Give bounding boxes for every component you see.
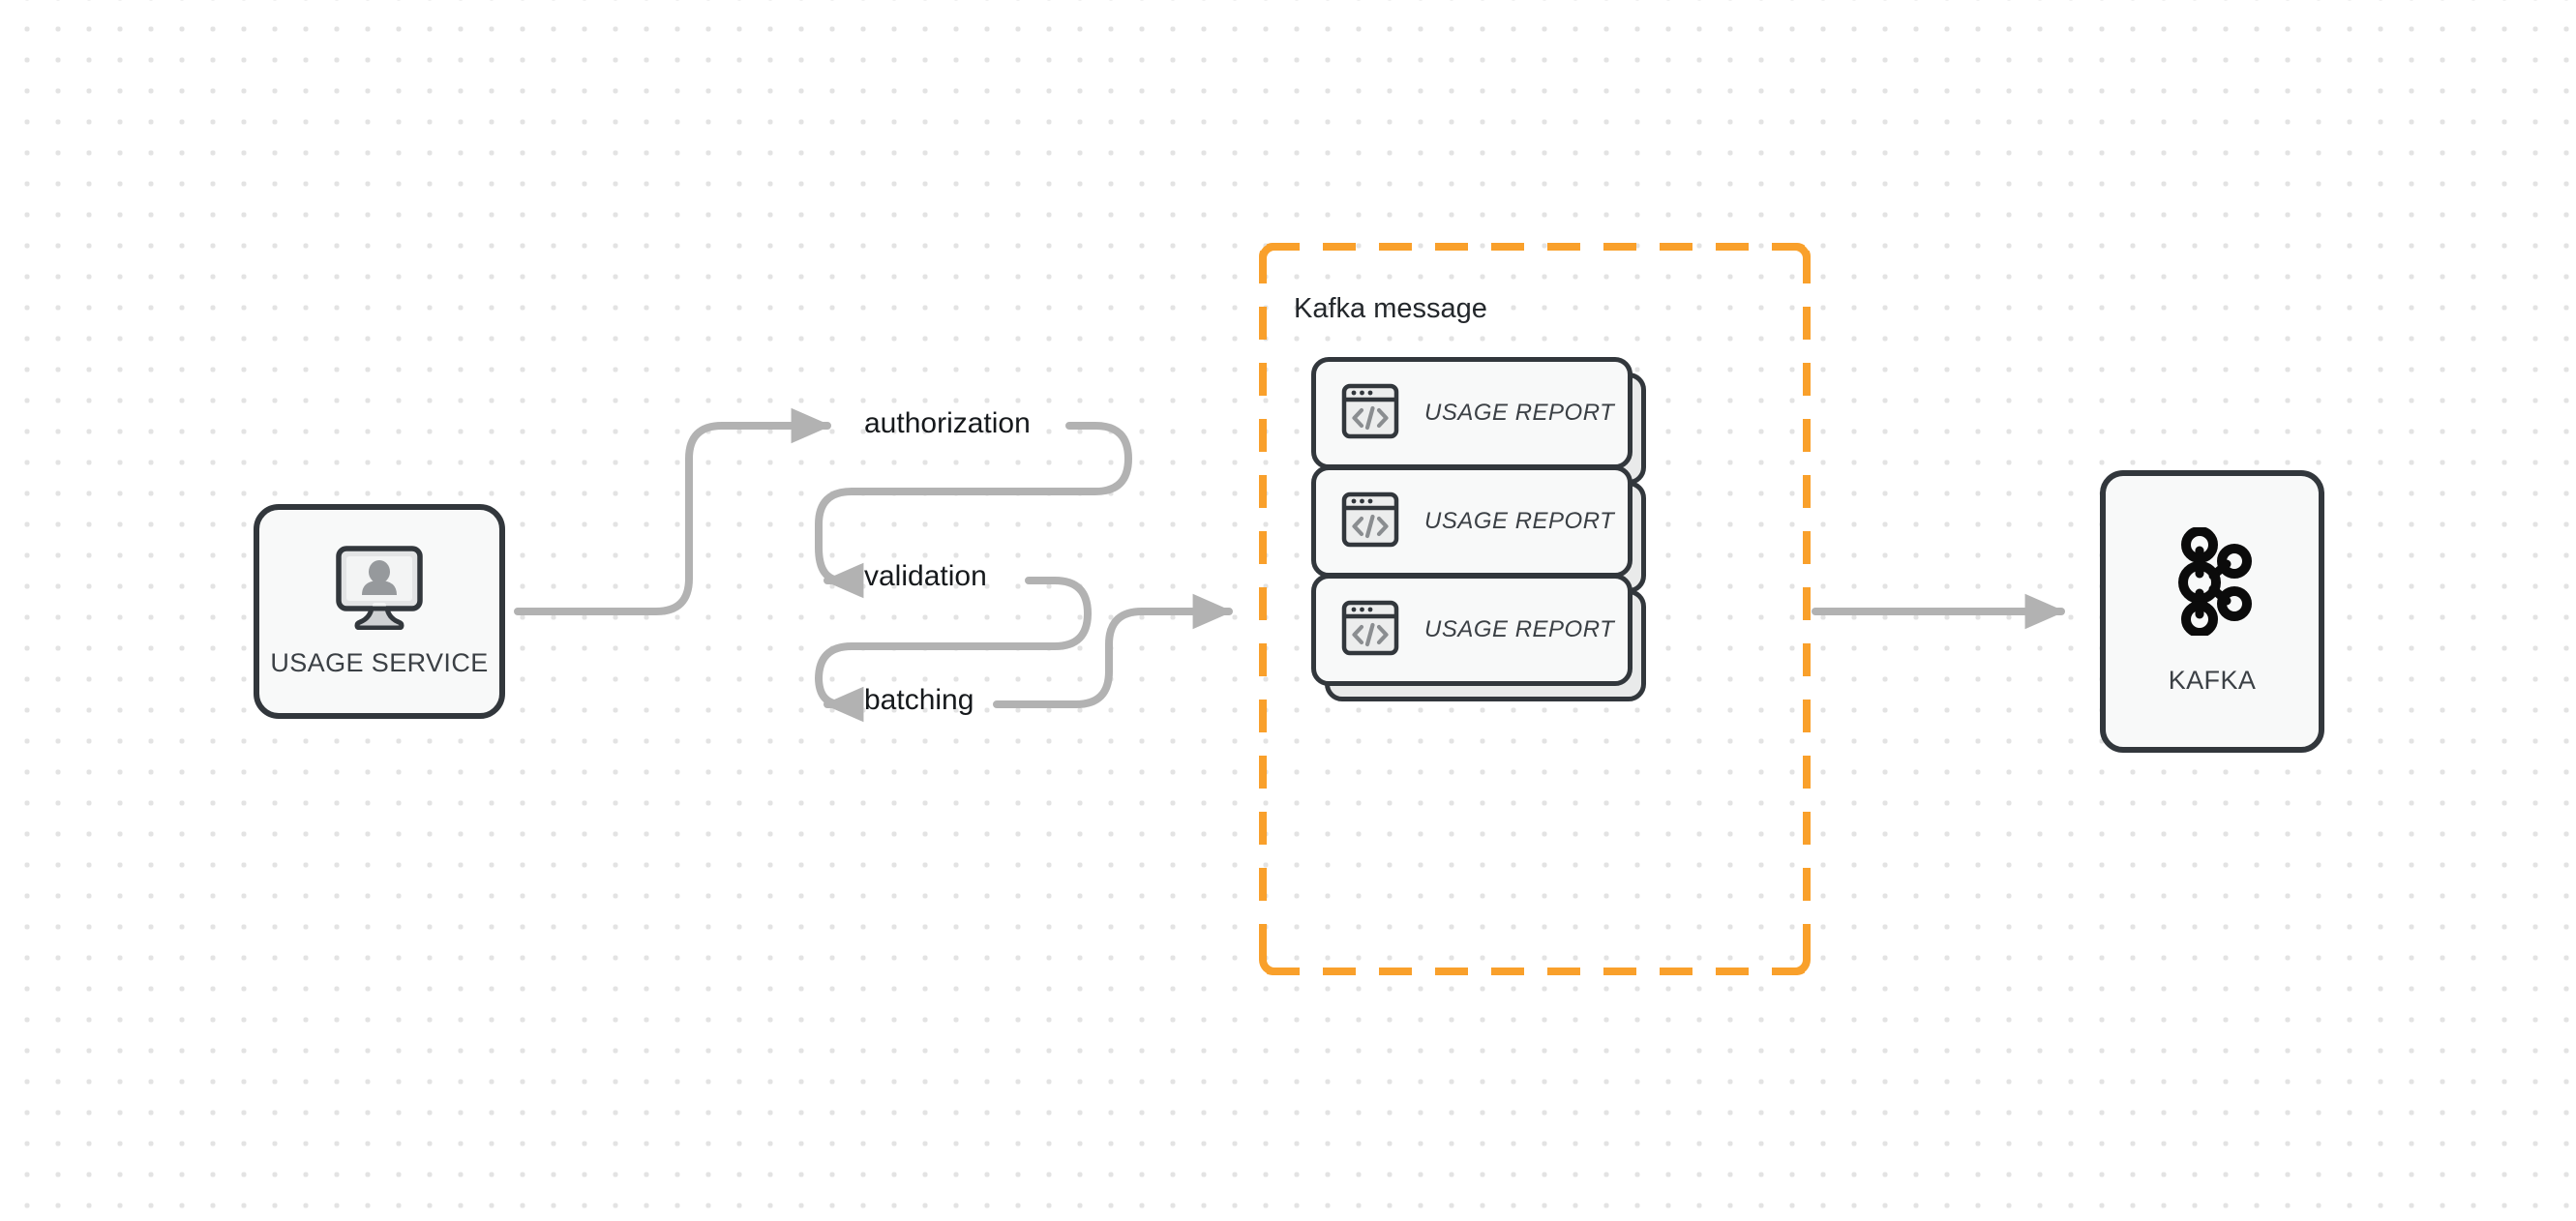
kafka-logo-icon	[2171, 526, 2254, 640]
group-corner-bottom-left	[1259, 946, 1288, 975]
step-label-batching: batching	[864, 684, 974, 716]
card-face: USAGE REPORT	[1311, 465, 1632, 578]
usage-report-label: USAGE REPORT	[1424, 508, 1615, 534]
usage-report-card[interactable]: USAGE REPORT	[1311, 465, 1646, 593]
usage-report-card[interactable]: USAGE REPORT	[1311, 574, 1646, 701]
node-kafka-label: KAFKA	[2168, 666, 2257, 695]
monitor-user-icon	[333, 545, 426, 635]
card-face: USAGE REPORT	[1311, 357, 1632, 469]
connector-batching-to-kafka-message	[993, 593, 1234, 708]
code-window-icon	[1341, 600, 1399, 661]
step-label-validation: validation	[864, 560, 987, 592]
code-window-icon	[1341, 383, 1399, 444]
usage-report-label: USAGE REPORT	[1424, 616, 1615, 642]
group-kafka-message-title: Kafka message	[1294, 293, 1487, 324]
card-face: USAGE REPORT	[1311, 574, 1632, 686]
connector-authorization-to-validation	[815, 422, 1132, 599]
node-usage-service[interactable]: USAGE SERVICE	[254, 504, 505, 719]
usage-report-card[interactable]: USAGE REPORT	[1311, 357, 1646, 485]
node-kafka[interactable]: KAFKA	[2100, 470, 2324, 753]
node-usage-service-label: USAGE SERVICE	[270, 648, 489, 677]
code-window-icon	[1341, 491, 1399, 552]
usage-report-label: USAGE REPORT	[1424, 400, 1615, 426]
connector-service-to-authorization	[514, 407, 832, 615]
group-corner-bottom-right	[1782, 946, 1811, 975]
step-label-authorization: authorization	[864, 407, 1031, 439]
